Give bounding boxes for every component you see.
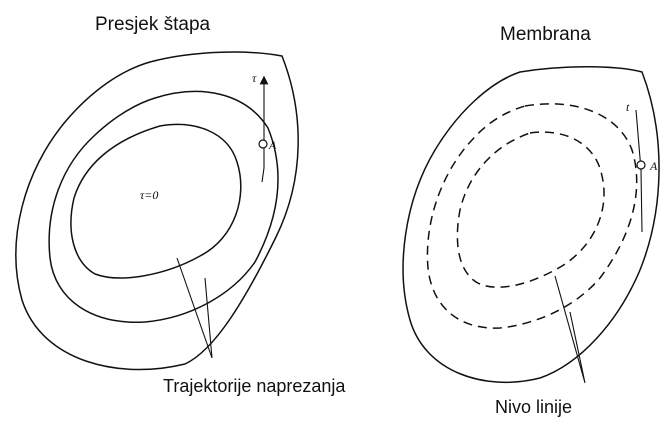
right-outer-boundary [402,66,660,384]
right-title: Membrana [500,24,591,45]
left-inner-trajectory [70,123,242,279]
right-figure: Membrana t A Nivo linije [402,24,660,417]
right-t-label: t [626,100,630,114]
left-leader-lines [176,257,213,359]
left-outer-boundary [15,51,299,371]
left-title: Presjek štapa [95,14,211,35]
right-tangent-line [635,109,643,233]
left-point-a-marker [258,139,268,149]
left-tau-label: τ [252,71,257,85]
left-tangent-line [259,75,269,183]
left-center-label: τ=0 [140,188,158,202]
left-middle-trajectory [48,90,279,323]
left-caption: Trajektorije naprezanja [163,376,346,396]
left-point-a-label: A [268,138,277,152]
right-point-a-marker [636,160,646,170]
right-caption: Nivo linije [495,397,572,417]
left-figure: Presjek štapa τ A τ=0 Trajektorije napre… [15,14,346,396]
right-inner-level-line [456,131,605,288]
right-leader-lines [554,275,586,384]
right-middle-level-line [426,103,638,329]
right-point-a-label: A [649,159,658,173]
